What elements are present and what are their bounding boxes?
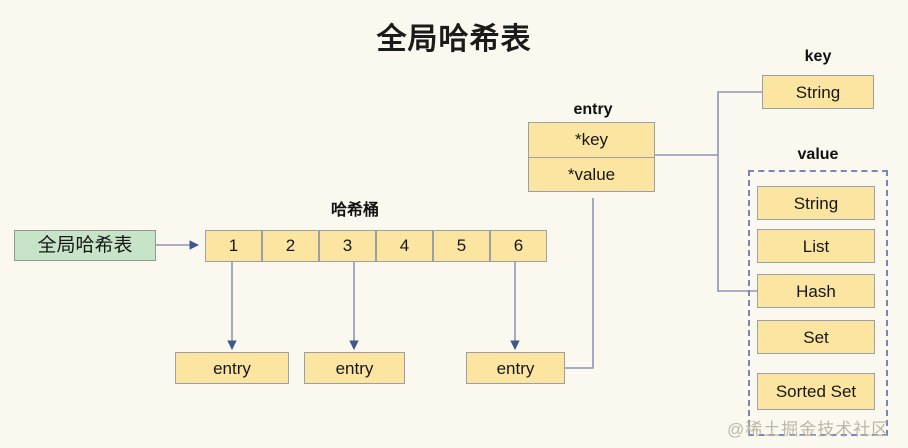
entry-node-2[interactable]: entry <box>304 352 405 384</box>
bucket-cell-1[interactable]: 1 <box>205 230 262 262</box>
watermark: @稀土掘金技术社区 <box>727 420 890 439</box>
value-group-container <box>748 170 888 436</box>
entry-field-key: *key <box>574 130 609 149</box>
bucket-cell-5[interactable]: 5 <box>433 230 490 262</box>
bucket-cell-3[interactable]: 3 <box>319 230 376 262</box>
value-type-sorted-set[interactable]: Sorted Set <box>757 373 875 410</box>
value-group-label: value <box>797 146 839 163</box>
root-node-global-hash-table[interactable]: 全局哈希表 <box>14 230 156 261</box>
bucket-group-label: 哈希桶 <box>330 202 379 219</box>
entry-node-3[interactable]: entry <box>466 352 565 384</box>
bucket-cell-4[interactable]: 4 <box>376 230 433 262</box>
bucket-cell-2[interactable]: 2 <box>262 230 319 262</box>
key-type-string[interactable]: String <box>762 75 874 109</box>
entry-node-1[interactable]: entry <box>175 352 289 384</box>
key-group-label: key <box>804 48 832 65</box>
page-title: 全局哈希表 <box>376 23 532 56</box>
value-type-string[interactable]: String <box>757 186 875 220</box>
value-type-list[interactable]: List <box>757 229 875 263</box>
entry-detail-label: entry <box>573 101 613 118</box>
value-type-hash[interactable]: Hash <box>757 274 875 308</box>
value-type-set[interactable]: Set <box>757 320 875 354</box>
bucket-cell-6[interactable]: 6 <box>490 230 547 262</box>
entry-field-value: *value <box>529 157 654 191</box>
entry-detail-node[interactable]: *key *value <box>528 122 655 192</box>
